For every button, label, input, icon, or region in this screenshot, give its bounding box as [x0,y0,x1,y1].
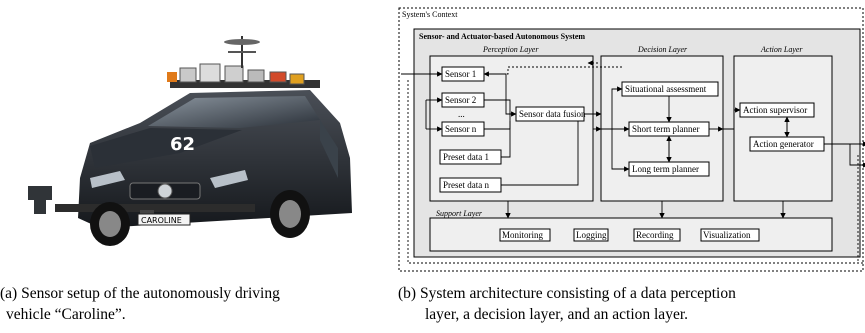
systems-context-title: System's Context [402,10,458,19]
roof-sensor-rack [167,36,320,88]
wheels [90,190,310,246]
preset-data-1-label: Preset data 1 [443,152,489,162]
logging-box [573,228,609,242]
action-generator-label: Action generator [753,139,814,149]
long-term-planner-label: Long term planner [632,164,699,174]
logging-label: Logging [576,230,607,240]
caption-b-line-2: layer, a decision layer, and an action l… [425,306,689,323]
recording-label: Recording [636,230,674,240]
visualization-label: Visualization [703,230,751,240]
situational-assessment-label: Situational assessment [625,84,707,94]
action-layer-title: Action Layer [760,45,803,54]
sensor-n-label: Sensor n [445,124,477,134]
caption-b-line-1: (b) System architecture consisting of a … [398,285,736,302]
caption-b: (b) System architecture consisting of a … [398,283,865,325]
monitoring-label: Monitoring [502,230,544,240]
visualization-box [700,228,760,242]
caption-a-line-2: vehicle “Caroline”. [6,306,126,323]
license-plate-text: CAROLINE [141,216,182,225]
action-layer [733,55,833,202]
action-supervisor-label: Action supervisor [743,105,807,115]
caroline-car-photo: 62 CAROLINE [28,36,352,246]
short-term-planner-label: Short term planner [632,124,699,134]
caption-a: (a) Sensor setup of the autonomously dri… [0,283,398,325]
sensor-data-fusion-label: Sensor data fusion [519,109,586,119]
decision-layer-title: Decision Layer [637,45,688,54]
caption-a-line-1: (a) Sensor setup of the autonomously dri… [0,285,280,302]
diagram-connectors [401,60,865,264]
license-plate [137,213,191,226]
autonomous-system-title: Sensor- and Actuator-based Autonomous Sy… [419,32,585,41]
preset-data-n-label: Preset data n [443,180,489,190]
system-architecture-diagram: System's Context Sensor- and Actuator-ba… [398,7,865,272]
support-layer-title: Support Layer [436,209,483,218]
recording-box [633,228,681,242]
sensor-ellipsis: ... [458,109,465,119]
monitoring-box [499,228,551,242]
support-layer [429,217,833,252]
sensor-1-label: Sensor 1 [445,69,476,79]
perception-layer-title: Perception Layer [482,45,539,54]
sensor-2-label: Sensor 2 [445,95,476,105]
car-number: 62 [170,134,195,155]
